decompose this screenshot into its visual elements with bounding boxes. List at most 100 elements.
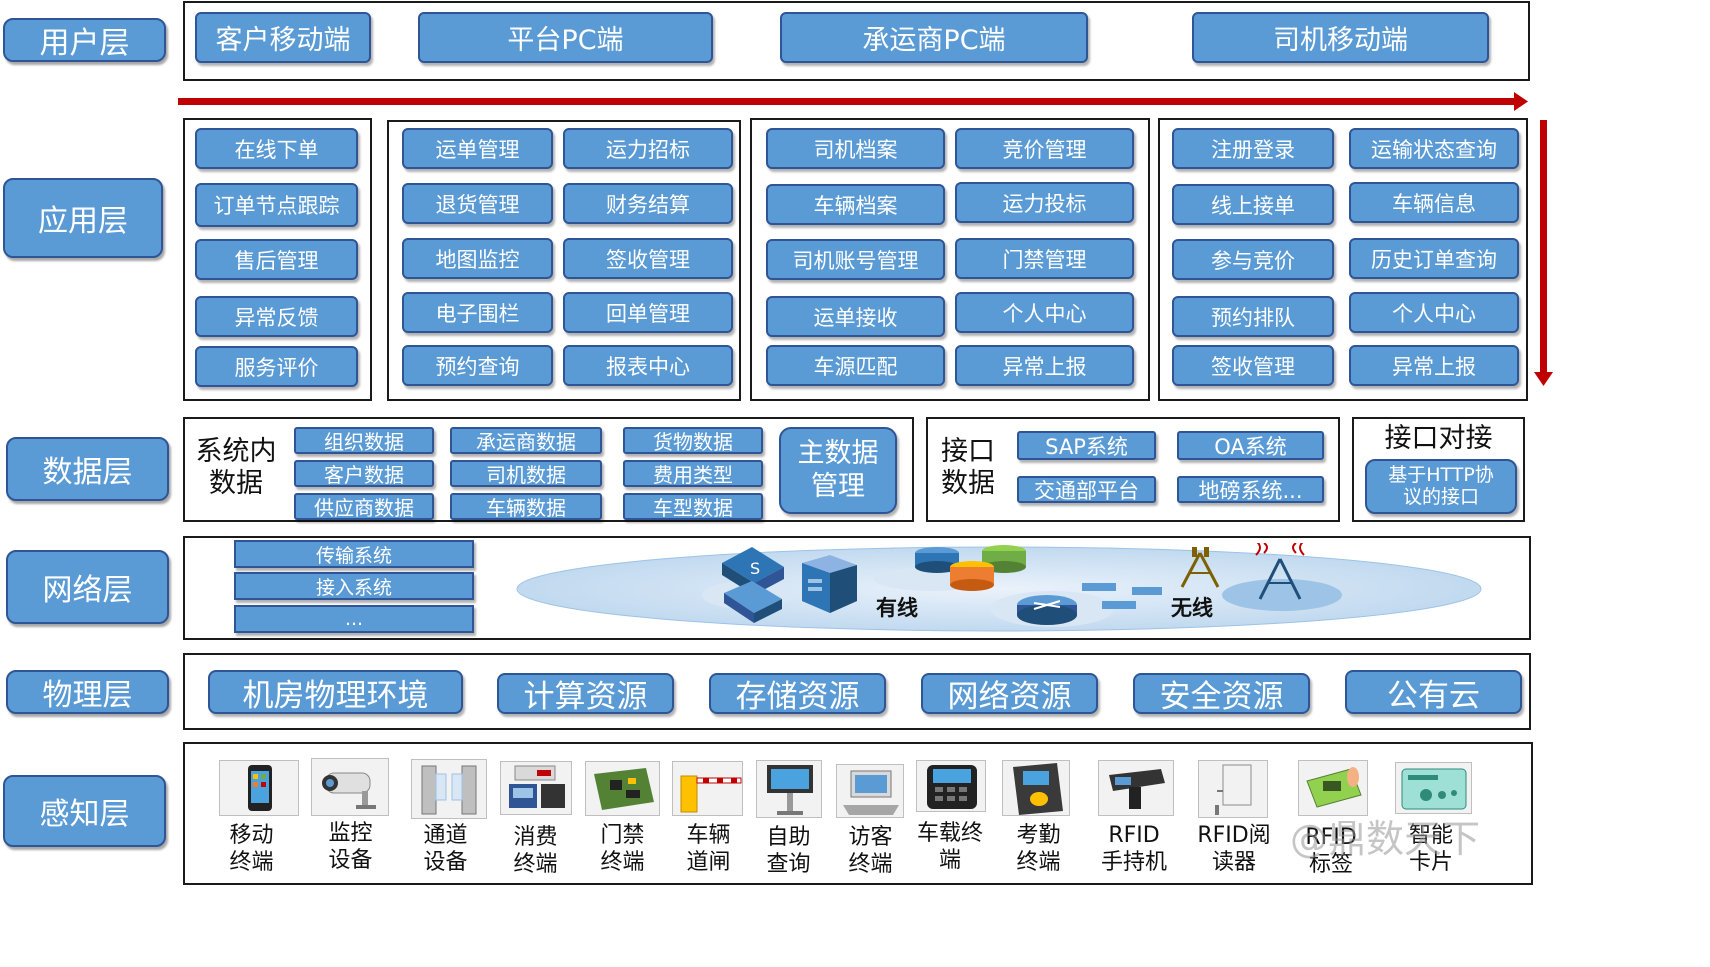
app-finance-settlement: 财务结算 bbox=[563, 183, 733, 224]
layer-label-app: 应用层 bbox=[3, 178, 163, 258]
wireless-label: 无线 bbox=[1171, 596, 1213, 620]
wired-label: 有线 bbox=[876, 596, 918, 620]
layer-label-sensing: 感知层 bbox=[3, 775, 166, 847]
device-label-vehicle-terminal: 车载终端 bbox=[916, 821, 983, 873]
physical-datacenter-env: 机房物理环境 bbox=[208, 670, 463, 714]
master-data-mgmt: 主数据管理 bbox=[779, 427, 897, 514]
data-customer: 客户数据 bbox=[294, 460, 434, 487]
app-report-center: 报表中心 bbox=[563, 345, 733, 386]
device-label-cctv: 监控设备 bbox=[328, 821, 373, 873]
app-vehicle-matching: 车源匹配 bbox=[766, 345, 945, 386]
radio-tower-icon bbox=[1222, 543, 1342, 611]
physical-network: 网络资源 bbox=[921, 673, 1098, 715]
app-appointment-query: 预约查询 bbox=[402, 345, 553, 386]
app-transport-status-query: 运输状态查询 bbox=[1349, 128, 1519, 169]
http-interface: 基于HTTP协议的接口 bbox=[1365, 459, 1517, 514]
horizontal-flow-arrow bbox=[178, 92, 1528, 111]
database-icon bbox=[874, 545, 1026, 591]
data-carrier: 承运商数据 bbox=[450, 427, 602, 454]
user-item-carrier-pc: 承运商PC端 bbox=[780, 12, 1088, 63]
cctv-camera-icon bbox=[311, 758, 389, 816]
device-label-barrier: 车辆道闸 bbox=[686, 823, 731, 875]
app-driver-account-mgmt: 司机账号管理 bbox=[766, 239, 945, 280]
rfid-reader-icon bbox=[1198, 760, 1268, 818]
app-appointment-queue: 预约排队 bbox=[1172, 296, 1334, 337]
app-service-rating: 服务评价 bbox=[195, 346, 358, 387]
wireless-tower-icon bbox=[1180, 547, 1220, 588]
server-icon bbox=[802, 555, 857, 613]
turnstile-gate-icon bbox=[411, 759, 487, 819]
data-vehicle-type: 车型数据 bbox=[623, 493, 763, 520]
device-label-turnstile: 通道设备 bbox=[423, 823, 468, 875]
device-label-access: 门禁终端 bbox=[600, 823, 645, 875]
switch-icon: S bbox=[702, 547, 792, 623]
layer-label-user: 用户层 bbox=[3, 18, 166, 62]
layer-label-data: 数据层 bbox=[6, 437, 169, 501]
visitor-terminal-icon bbox=[836, 764, 904, 818]
app-online-accept-order: 线上接单 bbox=[1172, 184, 1334, 225]
device-label-visitor: 访客终端 bbox=[848, 825, 893, 877]
app-carrier-personal-center: 个人中心 bbox=[955, 292, 1134, 333]
device-label-attendance: 考勤终端 bbox=[1016, 823, 1061, 875]
device-label-kiosk: 自助查询 bbox=[766, 825, 811, 877]
interface-data-label: 接口数据 bbox=[941, 436, 995, 499]
app-carrier-exception-report: 异常上报 bbox=[955, 345, 1134, 386]
data-goods: 货物数据 bbox=[623, 427, 763, 454]
attendance-terminal-icon bbox=[1002, 760, 1070, 816]
app-driver-profile: 司机档案 bbox=[766, 128, 945, 169]
device-label-smart-card: 智能卡片 bbox=[1408, 823, 1453, 875]
app-waybill-mgmt: 运单管理 bbox=[402, 128, 553, 169]
app-gate-access-mgmt: 门禁管理 bbox=[955, 238, 1134, 279]
user-item-platform-pc: 平台PC端 bbox=[418, 12, 713, 63]
app-bidding-mgmt: 竞价管理 bbox=[955, 128, 1134, 169]
network-transport-system: 传输系统 bbox=[234, 540, 474, 568]
layer-label-physical: 物理层 bbox=[6, 670, 169, 714]
physical-compute: 计算资源 bbox=[497, 673, 674, 715]
app-waybill-receive: 运单接收 bbox=[766, 296, 945, 337]
internal-data-label: 系统内数据 bbox=[195, 436, 277, 499]
physical-storage: 存储资源 bbox=[709, 673, 886, 715]
data-org: 组织数据 bbox=[294, 427, 434, 454]
interface-weighbridge: 地磅系统... bbox=[1177, 476, 1324, 503]
device-label-payment: 消费终端 bbox=[513, 825, 558, 877]
app-order-tracking: 订单节点跟踪 bbox=[195, 183, 358, 227]
app-after-sales: 售后管理 bbox=[195, 239, 358, 280]
data-cost-type: 费用类型 bbox=[623, 460, 763, 487]
user-item-customer-mobile: 客户移动端 bbox=[195, 12, 371, 63]
router-icon bbox=[990, 583, 1162, 627]
device-label-mobile: 移动终端 bbox=[229, 823, 274, 875]
smart-card-icon bbox=[1395, 762, 1472, 814]
interface-transport-ministry: 交通部平台 bbox=[1017, 476, 1156, 503]
app-capacity-tender: 运力招标 bbox=[563, 128, 733, 169]
payment-terminal-icon bbox=[500, 761, 572, 815]
app-online-order: 在线下单 bbox=[195, 128, 358, 169]
app-receipt-mgmt: 签收管理 bbox=[563, 238, 733, 279]
physical-security: 安全资源 bbox=[1133, 673, 1310, 715]
data-driver: 司机数据 bbox=[450, 460, 602, 487]
app-vehicle-info: 车辆信息 bbox=[1349, 182, 1519, 223]
physical-public-cloud: 公有云 bbox=[1345, 670, 1522, 714]
network-cloud: S bbox=[516, 543, 1482, 632]
svg-text:S: S bbox=[750, 559, 760, 578]
app-driver-personal-center: 个人中心 bbox=[1349, 292, 1519, 333]
app-history-order-query: 历史订单查询 bbox=[1349, 238, 1519, 279]
data-vehicle: 车辆数据 bbox=[450, 493, 602, 520]
rfid-tag-icon bbox=[1298, 760, 1368, 816]
interface-docking-title: 接口对接 bbox=[1384, 423, 1493, 454]
app-join-bidding: 参与竞价 bbox=[1172, 239, 1334, 280]
vertical-flow-arrow bbox=[1534, 120, 1553, 386]
kiosk-icon bbox=[756, 760, 822, 818]
app-driver-receipt-mgmt: 签收管理 bbox=[1172, 345, 1334, 386]
interface-oa: OA系统 bbox=[1177, 431, 1324, 460]
app-map-monitor: 地图监控 bbox=[402, 238, 553, 279]
app-geofence: 电子围栏 bbox=[402, 292, 553, 333]
user-item-driver-mobile: 司机移动端 bbox=[1192, 12, 1489, 63]
app-register-login: 注册登录 bbox=[1172, 128, 1334, 169]
app-capacity-bid: 运力投标 bbox=[955, 182, 1134, 223]
rfid-handheld-icon bbox=[1098, 760, 1174, 816]
device-label-rfid-reader: RFID阅读器 bbox=[1197, 823, 1271, 875]
mobile-phone-icon bbox=[219, 760, 299, 816]
interface-sap: SAP系统 bbox=[1017, 431, 1156, 460]
